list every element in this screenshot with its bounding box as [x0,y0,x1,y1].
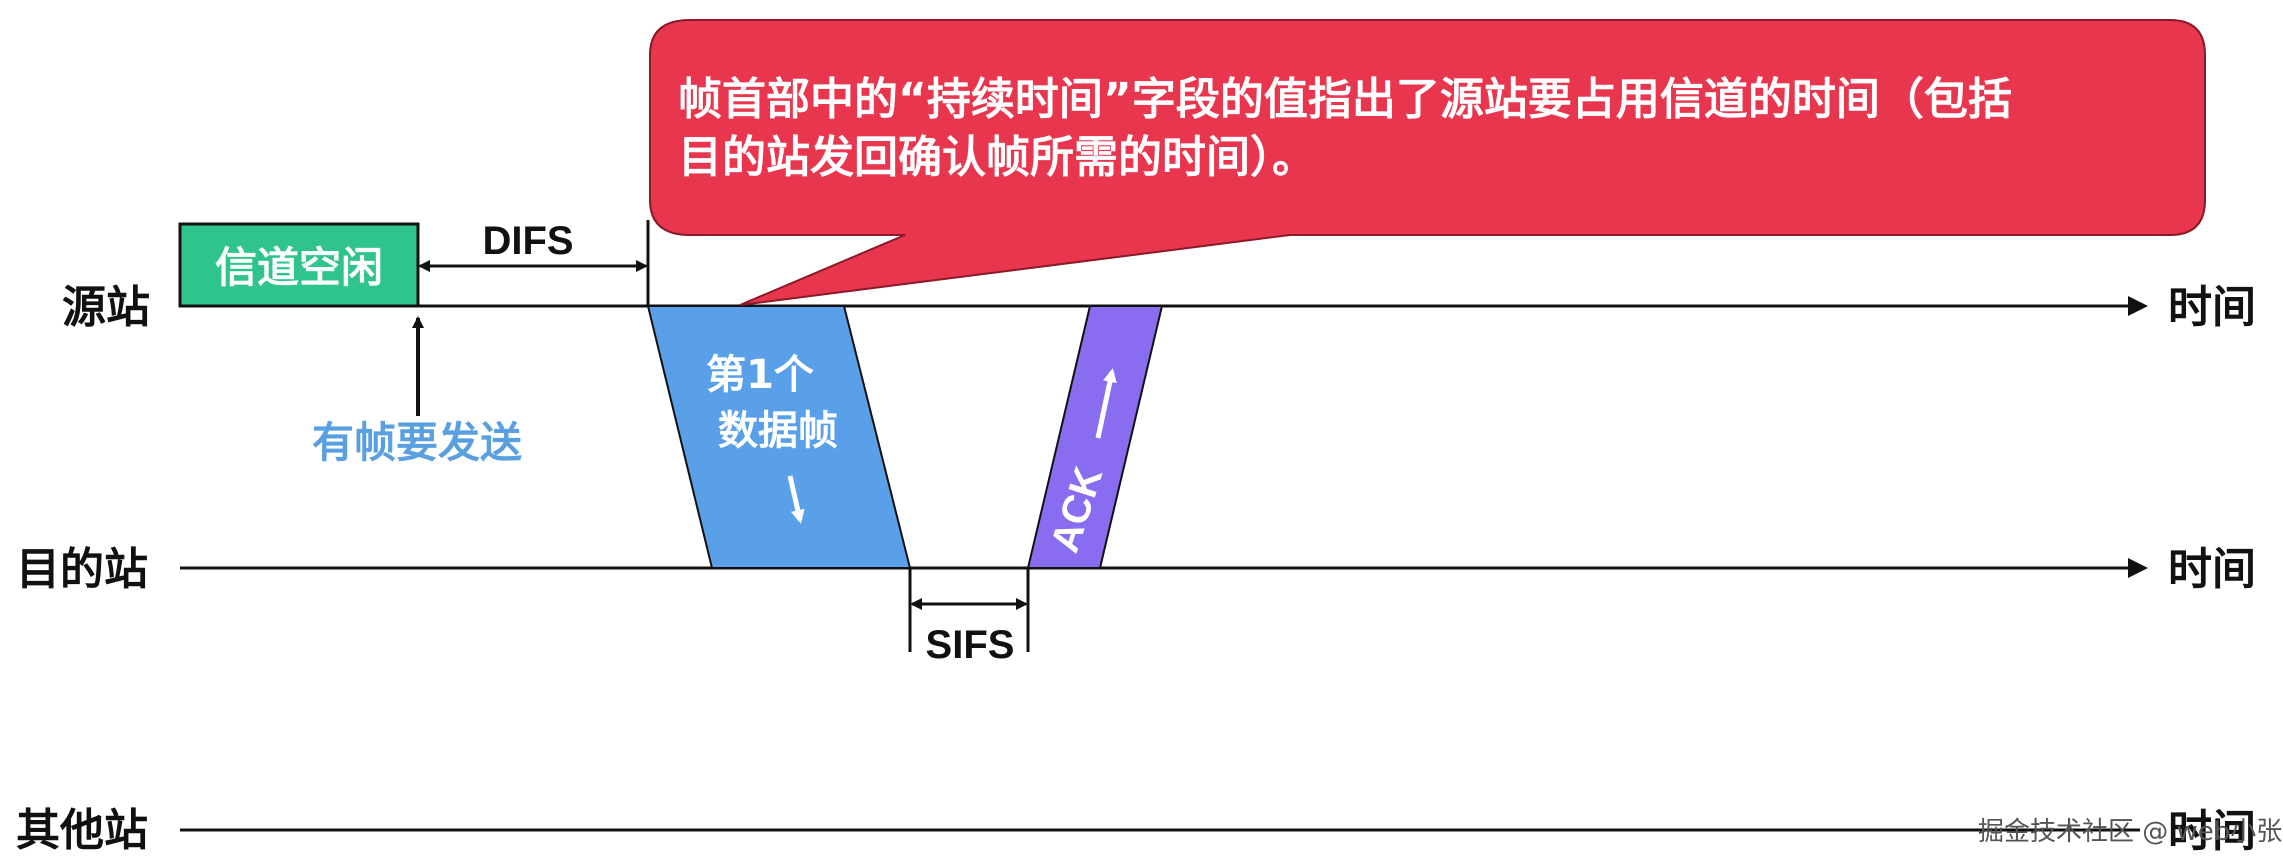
callout-text-line2: 目的站发回确认帧所需的时间）。 [678,132,1316,183]
data-frame-label-line1: 第1个 [706,352,814,398]
station-label-source: 源站 [62,282,150,333]
destination-timeline-arrowhead [2128,558,2148,578]
watermark: 掘金技术社区 @ web小张 [1978,817,2282,847]
ack-frame-shape [1026,305,1164,569]
time-label-destination: 时间 [2168,544,2256,595]
data-frame-direction-arrow [787,475,805,524]
frame-pending-label: 有帧要发送 [312,418,522,467]
callout-text-line1: 帧首部中的“持续时间”字段的值指出了源站要占用信道的时间（包括 [678,74,2012,125]
callout-bubble [649,19,2206,306]
sifs-label: SIFS [926,623,1015,667]
time-label-source: 时间 [2168,282,2256,333]
difs-label: DIFS [482,219,573,263]
source-timeline-arrowhead [2128,296,2148,316]
ack-direction-arrow [1095,368,1117,439]
channel-idle-label: 信道空闲 [215,243,383,292]
station-label-other: 其他站 [16,805,148,856]
time-label-other: 时间 [2168,806,2256,857]
data-frame-label-line2: 数据帧 [718,408,838,454]
station-label-destination: 目的站 [16,544,148,595]
